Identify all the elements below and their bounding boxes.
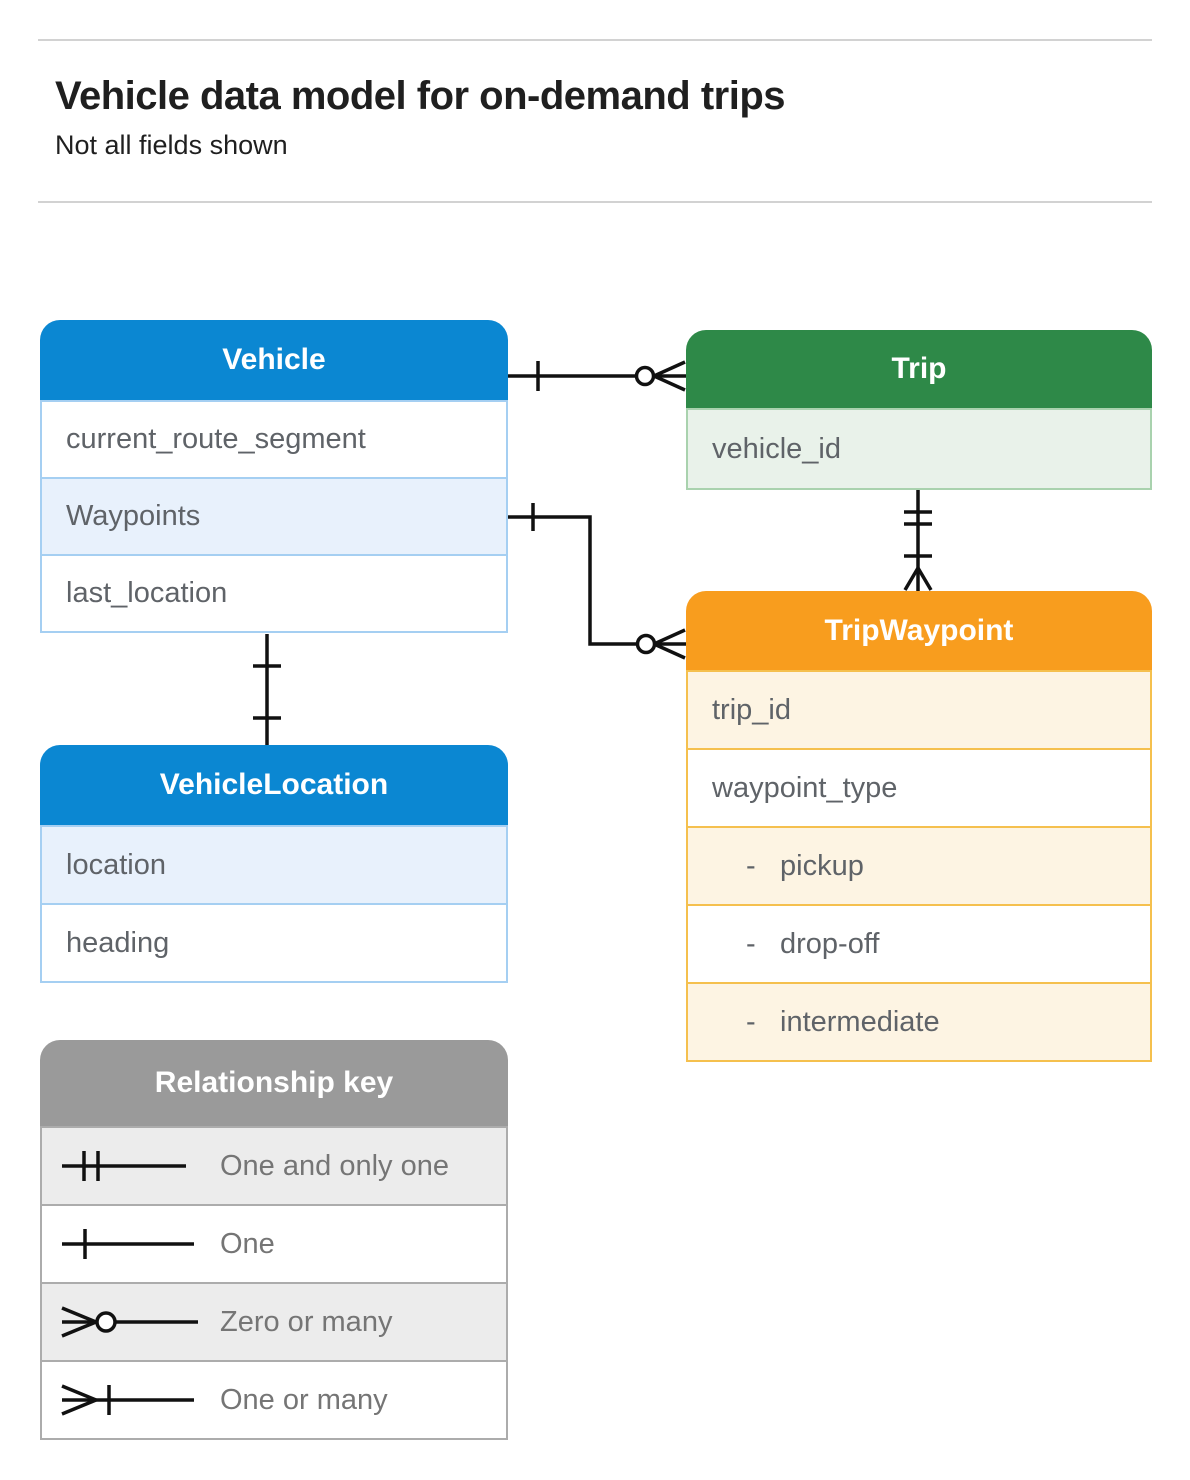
entity-vehicle-title: Vehicle xyxy=(222,343,326,376)
one-or-many-icon xyxy=(61,1384,194,1416)
field-heading: heading xyxy=(40,903,508,983)
entity-trip-header: Trip xyxy=(686,330,1152,408)
divider-bottom xyxy=(38,201,1152,203)
field-vehicle-id: vehicle_id xyxy=(686,408,1152,490)
field-waypoints: Waypoints xyxy=(40,477,508,556)
connector-waypoints-tripwaypoint xyxy=(508,503,686,660)
page-subtitle: Not all fields shown xyxy=(55,130,288,160)
entity-vehicle: Vehicle current_route_segment Waypoints … xyxy=(40,320,508,633)
connector-vehicle-trip xyxy=(508,360,686,392)
entity-trip-title: Trip xyxy=(891,352,947,385)
enum-intermediate: -intermediate xyxy=(686,982,1152,1062)
enum-drop-off: -drop-off xyxy=(686,904,1152,984)
divider-top xyxy=(38,39,1152,41)
entity-vehiclelocation-header: VehicleLocation xyxy=(40,745,508,825)
zero-or-many-icon xyxy=(61,1306,198,1338)
relationship-key-header: Relationship key xyxy=(40,1040,508,1126)
legend-row-one-and-only-one: One and only one xyxy=(40,1126,508,1206)
field-trip-id: trip_id xyxy=(686,670,1152,750)
field-current-route-segment: current_route_segment xyxy=(40,400,508,479)
one-and-only-one-icon xyxy=(62,1151,186,1181)
legend-row-zero-or-many: Zero or many xyxy=(40,1282,508,1362)
field-last-location: last_location xyxy=(40,554,508,633)
entity-tripwaypoint-title: TripWaypoint xyxy=(824,614,1014,647)
connector-lastlocation-vehiclelocation xyxy=(253,634,281,745)
enum-pickup: -pickup xyxy=(686,826,1152,906)
entity-trip: Trip vehicle_id xyxy=(686,330,1152,490)
field-location: location xyxy=(40,825,508,905)
entity-vehiclelocation: VehicleLocation location heading xyxy=(40,745,508,983)
one-icon xyxy=(62,1229,194,1259)
legend-row-one: One xyxy=(40,1204,508,1284)
entity-tripwaypoint: TripWaypoint trip_id waypoint_type -pick… xyxy=(686,591,1152,1062)
entity-vehicle-header: Vehicle xyxy=(40,320,508,400)
entity-vehiclelocation-title: VehicleLocation xyxy=(159,768,389,801)
field-waypoint-type: waypoint_type xyxy=(686,748,1152,828)
relationship-key: Relationship key One and only one One xyxy=(40,1040,508,1440)
page-title: Vehicle data model for on-demand trips xyxy=(55,74,786,118)
relationship-key-title: Relationship key xyxy=(154,1066,394,1099)
legend-row-one-or-many: One or many xyxy=(40,1360,508,1440)
connector-trip-tripwaypoint xyxy=(903,490,933,591)
entity-tripwaypoint-header: TripWaypoint xyxy=(686,591,1152,670)
